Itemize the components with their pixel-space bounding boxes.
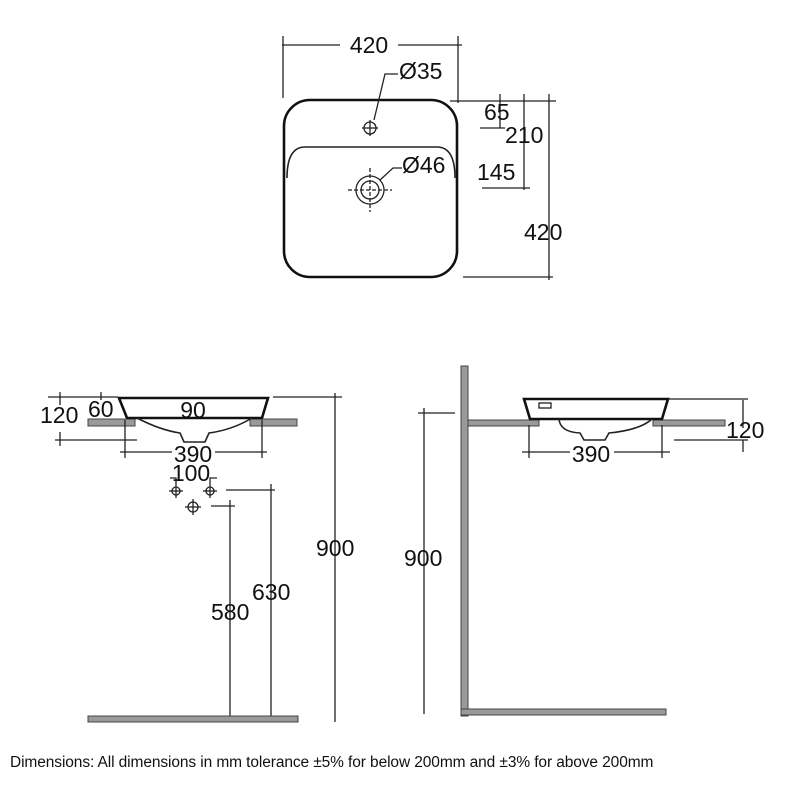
plan-view: 420 Ø35 Ø46 65 210 145 420 (282, 32, 562, 280)
dim-waste-offset: 145 (477, 159, 515, 185)
basin-outline (282, 98, 459, 279)
basin-rim (522, 397, 670, 421)
basin-bowl (136, 417, 253, 443)
dim-height: 120 (40, 402, 78, 428)
countertop-left (87, 418, 136, 427)
dim-waste-spacing: 100 (172, 460, 210, 486)
side-elevation: 900 390 120 (404, 365, 764, 717)
floor (87, 715, 299, 723)
dim-waste-height-upper: 630 (252, 579, 290, 605)
bowl-edge (286, 146, 456, 179)
dim-waste: Ø46 (402, 152, 445, 178)
tap-hole-icon (362, 120, 378, 136)
basin-rim (117, 396, 270, 420)
dim-tap-offset: 65 (484, 99, 510, 125)
wall (460, 365, 469, 717)
dim-underside-width: 390 (572, 441, 610, 467)
waste-point-icon (185, 499, 201, 515)
dim-height: 120 (726, 417, 764, 443)
dim-floor-to-top: 900 (316, 535, 354, 561)
dim-waste-offset-total: 210 (505, 122, 543, 148)
dim-underside-width: 390 (174, 441, 212, 467)
countertop-right (652, 419, 726, 427)
front-elevation: 120 60 90 390 100 630 580 900 (40, 392, 354, 723)
dim-rim: 60 (88, 396, 114, 422)
countertop-right (249, 418, 298, 427)
dim-waste-height-lower: 580 (211, 599, 249, 625)
countertop-left (467, 419, 540, 427)
dim-floor-to-top: 900 (404, 545, 442, 571)
dim-depth: 420 (524, 219, 562, 245)
supply-point-icon (203, 484, 217, 498)
dim-width: 420 (350, 32, 388, 58)
dimensions-caption: Dimensions: All dimensions in mm toleran… (10, 754, 654, 771)
dim-tap-hole: Ø35 (399, 58, 442, 84)
waste-icon (348, 168, 392, 212)
supply-point-icon (169, 484, 183, 498)
floor (460, 708, 667, 716)
dim-waste-depth: 90 (180, 397, 206, 423)
basin-bowl (558, 418, 653, 441)
